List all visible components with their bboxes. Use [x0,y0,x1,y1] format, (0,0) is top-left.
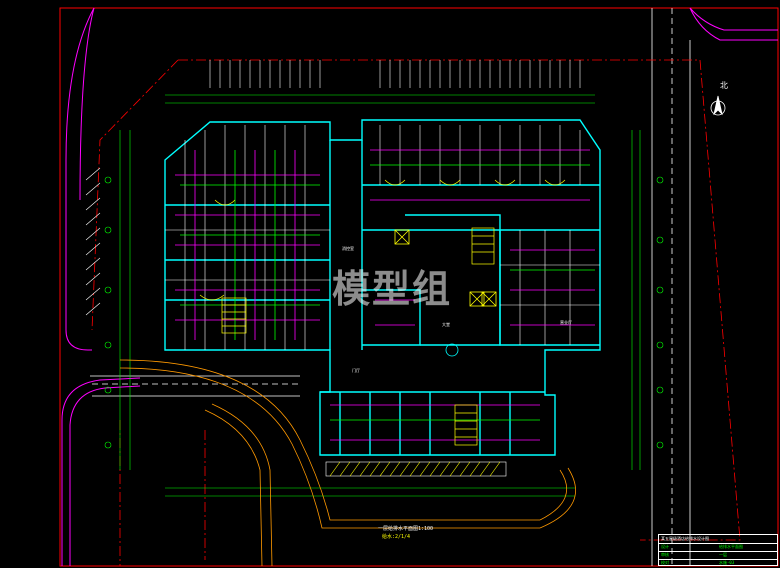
room-label: 大堂 [442,322,450,327]
property-line [91,59,741,566]
title-block-row: 审核 一层 [659,551,777,560]
title-block-project: 某五星级酒店给排水设计图 [661,536,709,541]
title-block-cell: 一层 [719,552,727,557]
title-block: 某五星级酒店给排水设计图 设计 给排水平面图 审核 一层 校对 水施-03 [658,534,778,566]
title-block-cell: 给排水平面图 [719,544,743,549]
title-block-row: 设计 给排水平面图 [659,543,777,552]
title-block-cell: 审核 [661,552,669,557]
dimension-lines [104,94,664,497]
title-block-cell: 校对 [661,560,669,565]
title-block-cell: 水施-03 [719,560,735,565]
stairs [199,179,566,446]
hatch-top [209,60,581,88]
title-block-cell: 设计 [661,544,669,549]
drain-pipes [180,150,595,421]
hatch-left [85,167,101,316]
drawing-frame [59,7,779,567]
scale-note: 给水:2/1/4 [382,534,411,540]
site-boundary [61,7,778,566]
ramp-hatch [325,461,507,477]
north-label: 北 [720,81,728,90]
floor-plan-title: 一层给排水平面图1:100 [378,526,434,532]
title-block-row: 校对 水施-03 [659,559,777,567]
room-label: 消控室 [342,246,354,251]
building-walls [164,119,601,456]
room-label: 门厅 [352,368,360,373]
title-block-header: 某五星级酒店给排水设计图 [659,535,777,544]
driveway [119,359,576,567]
water-pipes [175,149,595,441]
partitions [165,125,600,350]
road-lines [90,8,691,566]
elevator-cores [394,229,497,307]
revolving-door [445,343,459,357]
north-arrow [710,95,726,116]
room-label: 营业厅 [560,320,572,325]
